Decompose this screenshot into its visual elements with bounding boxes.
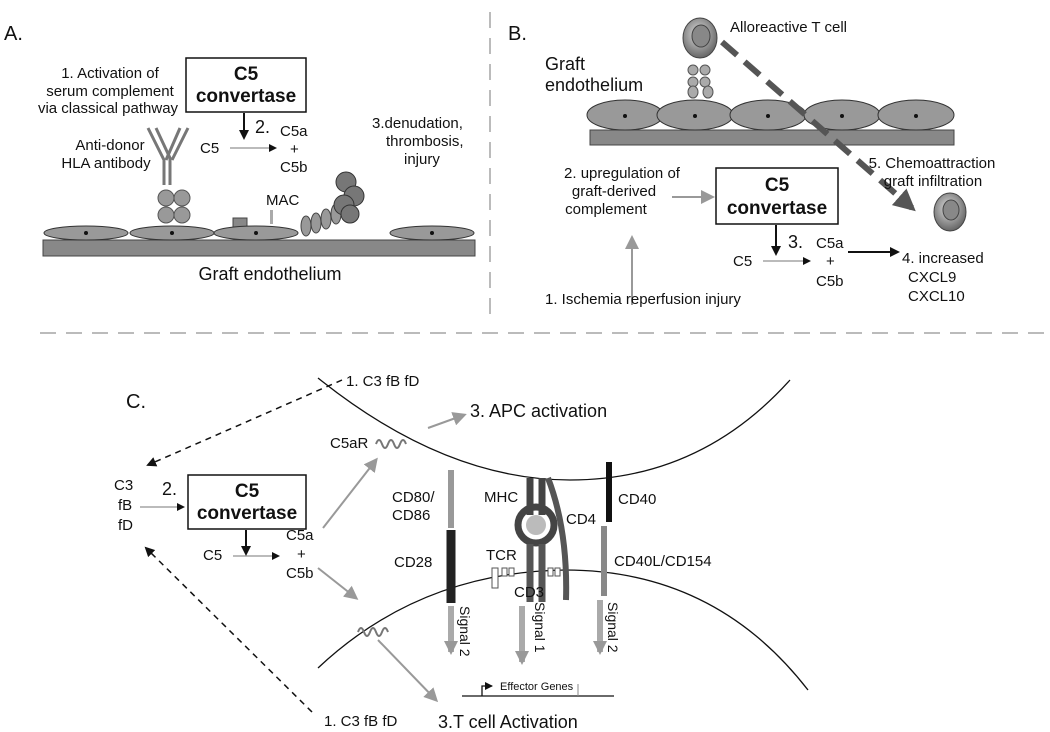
panel-c-left-fd: fD <box>118 517 133 534</box>
panel-c-tcell-activation: 3.T cell Activation <box>438 712 578 732</box>
panel-a-c5b: C5b <box>280 159 308 176</box>
panel-c-convertase-line2: convertase <box>197 503 297 524</box>
apc-membrane-icon <box>317 377 791 481</box>
chemoattraction-arrow <box>720 39 916 212</box>
c5a-receptor-icon <box>375 439 407 449</box>
panel-a-step3-line1: 3.denudation, <box>372 115 463 132</box>
panel-b-convertase-line2: convertase <box>727 198 827 219</box>
panel-a-c5a: C5a <box>280 123 308 140</box>
panel-a-antibody-line1: Anti-donor <box>75 137 144 154</box>
panel-c-left-fb: fB <box>118 497 132 514</box>
panel-b-plus: + <box>826 253 835 270</box>
panel-c-effector-genes: Effector Genes <box>500 681 574 693</box>
panel-b-step5-line1: 5. Chemoattraction <box>869 155 996 172</box>
panel-c-plus: + <box>297 546 306 563</box>
panel-c-top-factors: 1. C3 fB fD <box>346 373 420 390</box>
panel-a-activation-line1: 1. Activation of <box>61 65 159 82</box>
panel-c-top-dashed-arrow <box>146 379 343 467</box>
panel-c-apc-activation: 3. APC activation <box>470 401 607 421</box>
mac-complex-icon <box>300 203 342 237</box>
panel-b-step5-line2: graft infiltration <box>884 173 982 190</box>
t-cell-membrane-icon <box>317 569 809 691</box>
panel-c-cd80-line1: CD80/ <box>392 489 435 506</box>
panel-a: A. 1. Activation of serum complement via… <box>4 23 476 284</box>
mac-globules-icon <box>333 171 365 224</box>
panel-a-mac: MAC <box>266 192 300 209</box>
panel-c: C. 1. C3 fB fD 3. APC activation C5aR C3… <box>114 373 809 732</box>
t-cell-c5a-receptor-icon <box>357 627 389 637</box>
panel-b-step2-line1: 2. upregulation of <box>564 165 681 182</box>
panel-c-cd4: CD4 <box>566 511 596 528</box>
panel-a-convertase-box <box>185 57 307 113</box>
panel-b-step1: 1. Ischemia reperfusion injury <box>545 291 741 308</box>
panel-c-letter: C. <box>126 391 146 413</box>
panel-a-convertase-line1: C5 <box>234 64 259 85</box>
panel-c-convertase-line1: C5 <box>235 481 260 502</box>
panel-c-cd40: CD40 <box>618 491 656 508</box>
panel-b-c5: C5 <box>733 253 752 270</box>
panel-c-signal-2a: Signal 2 <box>457 606 473 657</box>
panel-b-step4-line1: 4. increased <box>902 250 984 267</box>
panel-c-c5a-to-tcell-arrow <box>317 567 359 600</box>
complement-protein-cluster-icon <box>157 189 191 224</box>
panel-c-c5a-to-apc-arrow <box>322 457 378 529</box>
panel-a-antibody-line2: HLA antibody <box>61 155 151 172</box>
panel-b-step4-line2: CXCL9 <box>908 269 956 286</box>
panel-c-tcell-activation-arrow <box>377 639 439 703</box>
panel-a-plus: + <box>290 141 299 158</box>
panel-c-cd3: CD3 <box>514 584 544 601</box>
panel-c-c5a: C5a <box>286 527 314 544</box>
panel-b-t-cell-label: Alloreactive T cell <box>730 19 847 36</box>
panel-b-c5b: C5b <box>816 273 844 290</box>
panel-b-step3: 3. <box>788 232 803 252</box>
mac-pore-icon <box>270 210 273 224</box>
panel-b-endothelium-line2: endothelium <box>545 75 643 95</box>
panel-b-endothelium-line1: Graft <box>545 54 585 74</box>
panel-a-activation-line2: serum complement <box>46 83 174 100</box>
panel-a-convertase-line2: convertase <box>196 86 296 107</box>
panel-b-step2-line3: complement <box>565 201 648 218</box>
panel-c-bottom-factors: 1. C3 fB fD <box>324 713 398 730</box>
panel-c-cd28: CD28 <box>394 554 432 571</box>
panel-c-c5ar: C5aR <box>330 435 369 452</box>
graft-endothelium-a-icon <box>42 225 476 257</box>
panel-c-convertase-box <box>187 474 307 530</box>
infiltrating-t-cell-icon <box>933 192 967 232</box>
panel-c-cd80-line2: CD86 <box>392 507 430 524</box>
panel-c-mhc: MHC <box>484 489 518 506</box>
panel-a-endothelium-label: Graft endothelium <box>198 264 341 284</box>
antibody-icon <box>146 127 190 185</box>
panel-b-convertase-line1: C5 <box>765 175 790 196</box>
graft-endothelium-b-icon <box>586 99 955 146</box>
alloreactive-t-cell-icon <box>682 17 718 99</box>
panel-b-c5a: C5a <box>816 235 844 252</box>
panel-c-signal-2b: Signal 2 <box>605 602 621 653</box>
panel-b: B. Alloreactive T cell Graft endothelium <box>508 17 996 308</box>
panel-c-apc-arrow <box>427 412 467 429</box>
panel-c-bottom-dashed-arrow <box>144 546 313 713</box>
panel-a-activation-line3: via classical pathway <box>38 100 179 117</box>
panel-c-signal-1: Signal 1 <box>532 602 548 653</box>
promoter-arrow-icon <box>481 682 493 696</box>
panel-b-convertase-box <box>715 167 839 225</box>
panel-b-letter: B. <box>508 23 527 45</box>
panel-c-step2: 2. <box>162 479 177 499</box>
panel-c-cd40l: CD40L/CD154 <box>614 553 712 570</box>
panel-c-c5: C5 <box>203 547 222 564</box>
panel-a-c5: C5 <box>200 140 219 157</box>
panel-a-step3-line2: thrombosis, <box>386 133 464 150</box>
panel-c-c5b: C5b <box>286 565 314 582</box>
panel-a-step3-line3: injury <box>404 151 440 168</box>
panel-a-letter: A. <box>4 23 23 45</box>
panel-b-step4-line3: CXCL10 <box>908 288 965 305</box>
mhc-tcr-complex-icon <box>491 476 570 602</box>
panel-c-left-c3: C3 <box>114 477 133 494</box>
panel-a-step2: 2. <box>255 117 270 137</box>
panel-c-tcr: TCR <box>486 547 517 564</box>
panel-b-step2-line2: graft-derived <box>572 183 656 200</box>
